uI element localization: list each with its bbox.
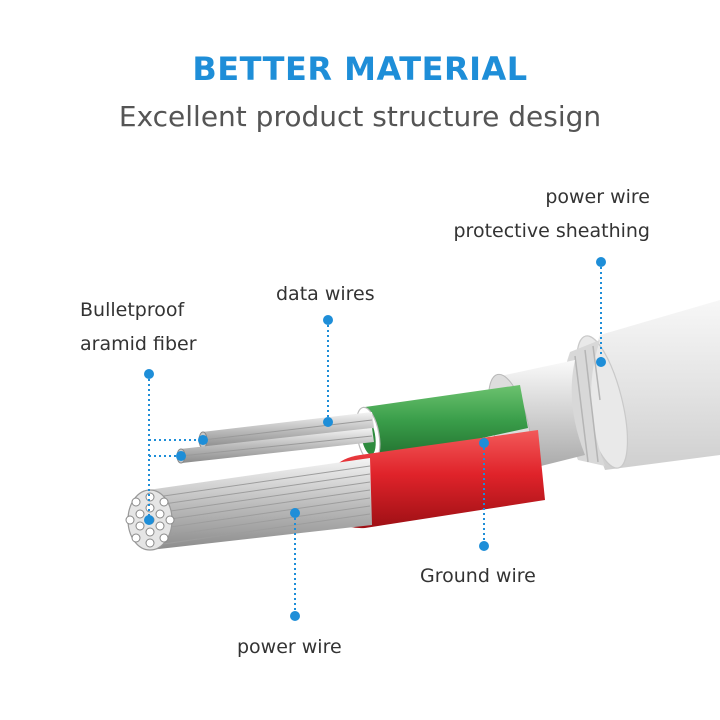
callout-power-wire-label: power wire (237, 636, 342, 658)
callout-data-wires: data wires (276, 277, 375, 311)
callout-ground-wire-label: Ground wire (420, 565, 536, 587)
leader-power-wire (290, 508, 300, 621)
callout-aramid-line2: aramid fiber (80, 333, 197, 355)
callout-sheathing-line2: protective sheathing (453, 220, 650, 242)
leader-data-wires (323, 315, 333, 427)
leader-sheathing (596, 257, 606, 367)
leader-ground-wire (479, 438, 489, 551)
callout-power-wire: power wire (237, 630, 342, 664)
page-title: BETTER MATERIAL (192, 50, 528, 88)
callout-aramid: Bulletproof aramid fiber (80, 293, 197, 361)
callout-sheathing-line1: power wire (545, 186, 650, 208)
red-wire-insulation (325, 430, 545, 529)
callout-ground-wire: Ground wire (420, 559, 536, 593)
power-conductor (148, 458, 372, 550)
page-subtitle: Excellent product structure design (118, 100, 602, 133)
callout-aramid-line1: Bulletproof (80, 299, 185, 321)
callout-sheathing: power wire protective sheathing (453, 180, 650, 248)
leader-aramid (144, 369, 208, 525)
callout-data-wires-label: data wires (276, 283, 375, 305)
